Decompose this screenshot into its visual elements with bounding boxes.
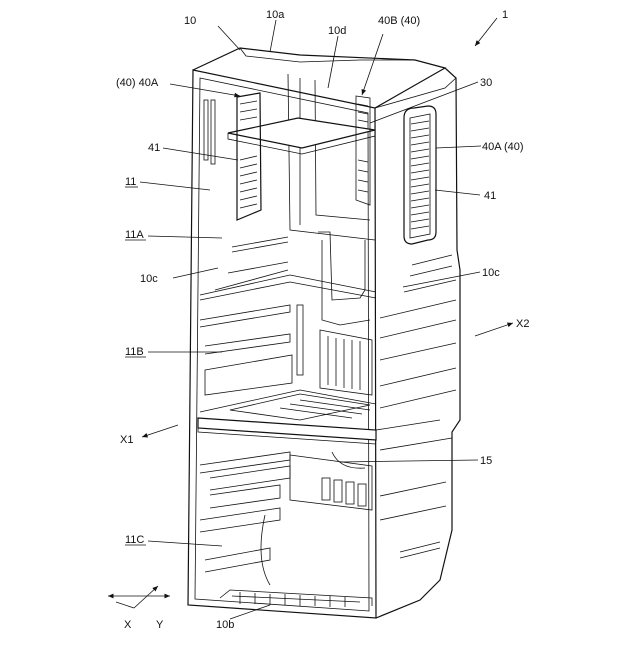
drawer-rail-15 xyxy=(198,418,440,444)
label-11C: 11C xyxy=(125,534,144,546)
label-11: 11 xyxy=(125,176,136,188)
left-side-slots xyxy=(204,100,215,164)
label-X: X xyxy=(124,619,132,631)
label-10c-left: 10c xyxy=(140,273,158,285)
shelf-30 xyxy=(228,118,375,154)
label-40A-left: (40) 40A xyxy=(116,77,159,89)
label-30: 30 xyxy=(480,77,492,89)
label-1: 1 xyxy=(502,9,508,21)
label-Y: Y xyxy=(156,619,164,631)
label-10a: 10a xyxy=(266,9,285,21)
label-40B: 40B (40) xyxy=(378,15,420,27)
chamber-11C-structure xyxy=(200,452,372,607)
label-41-right: 41 xyxy=(484,190,496,202)
label-10d: 10d xyxy=(328,25,346,37)
vent-right-40A xyxy=(404,106,436,244)
label-15: 15 xyxy=(480,455,492,467)
right-side-ribs xyxy=(380,255,456,558)
label-11B: 11B xyxy=(125,346,144,358)
label-40A-right: 40A (40) xyxy=(482,141,524,153)
vent-left-40A xyxy=(237,93,261,220)
chamber-11A-structure xyxy=(200,232,376,325)
label-41-left: 41 xyxy=(148,142,160,154)
label-10: 10 xyxy=(184,15,196,27)
label-10b: 10b xyxy=(216,619,234,631)
chamber-11B-structure xyxy=(200,305,376,420)
label-X1: X1 xyxy=(120,434,133,446)
label-10c-right: 10c xyxy=(482,267,500,279)
label-X2: X2 xyxy=(516,318,529,330)
label-11A: 11A xyxy=(125,229,144,241)
